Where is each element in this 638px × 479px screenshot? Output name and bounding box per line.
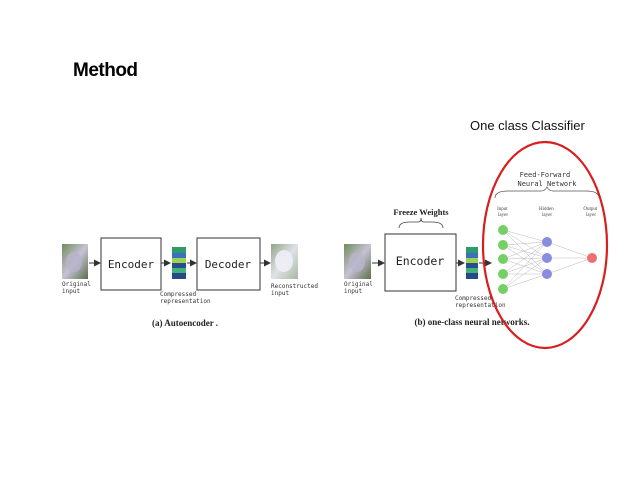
network-nodes (498, 225, 597, 294)
hidden-node (542, 237, 552, 247)
hidden-node (542, 269, 552, 279)
ffnn-title: Feed-Forward Neural Network (517, 171, 577, 188)
reconstructed-label: Reconstructed input (271, 283, 322, 297)
encoder-label-a: Encoder (108, 258, 155, 271)
input-hidden-edge (502, 257, 548, 260)
input-hidden-edge (502, 241, 548, 246)
autoencoder-panel: Original input Encoder Compressed repres… (62, 237, 322, 328)
input-hidden-edge (502, 273, 548, 290)
input-hidden-edge (502, 257, 548, 290)
input-hidden-edge (502, 258, 548, 275)
original-input-label-b: Original input (344, 281, 377, 295)
compressed-label-b: Compressed representation (455, 295, 506, 309)
one-class-nn-panel: Original input Freeze Weights Encoder Co… (344, 171, 600, 327)
input-hidden-edge (502, 241, 548, 290)
decoder-label: Decoder (205, 258, 252, 271)
input-hidden-edge (502, 229, 548, 275)
caption-b: (b) one-class neural networks. (415, 317, 530, 327)
original-input-label: Original input (62, 281, 95, 295)
original-input-subject (66, 252, 82, 272)
caption-a: (a) Autoencoder . (152, 318, 218, 328)
classifier-annotation: One class Classifier (470, 118, 585, 133)
input-hidden-edge (502, 244, 548, 259)
compressed-representation-a (172, 247, 186, 279)
classifier-highlight-ellipse (481, 140, 609, 350)
encoder-box-b (384, 233, 457, 292)
encoder-label-b: Encoder (396, 254, 445, 268)
output-layer-label: Output layer (583, 207, 598, 218)
hidden-output-edge (546, 241, 593, 259)
input-hidden-edge (502, 257, 548, 275)
decoder-box (196, 237, 261, 291)
original-input-subject-b (349, 252, 365, 272)
input-node (498, 284, 508, 294)
input-hidden-edge (502, 244, 548, 275)
hidden-node (542, 253, 552, 263)
compressed-label-a: Compressed representation (160, 291, 211, 305)
input-node (498, 269, 508, 279)
freeze-weights-brace (398, 217, 444, 229)
input-layer-label: Input layer (497, 207, 509, 218)
input-hidden-edge (502, 229, 548, 259)
input-hidden-edge (502, 241, 548, 260)
ffnn-brace (494, 186, 600, 199)
reconstructed-subject (275, 250, 293, 272)
slide-title: Method (73, 60, 138, 81)
input-hidden-edge (502, 241, 548, 275)
input-node (498, 240, 508, 250)
compressed-representation-b (466, 247, 478, 279)
input-hidden-edge (502, 229, 548, 243)
hidden-output-edge (546, 257, 593, 275)
hidden-layer-label: Hidden layer (539, 207, 555, 218)
input-node (498, 225, 508, 235)
freeze-weights-label: Freeze Weights (393, 207, 449, 217)
network-edges (502, 229, 593, 290)
output-node (587, 253, 597, 263)
encoder-box-a (100, 237, 162, 291)
input-node (498, 254, 508, 264)
